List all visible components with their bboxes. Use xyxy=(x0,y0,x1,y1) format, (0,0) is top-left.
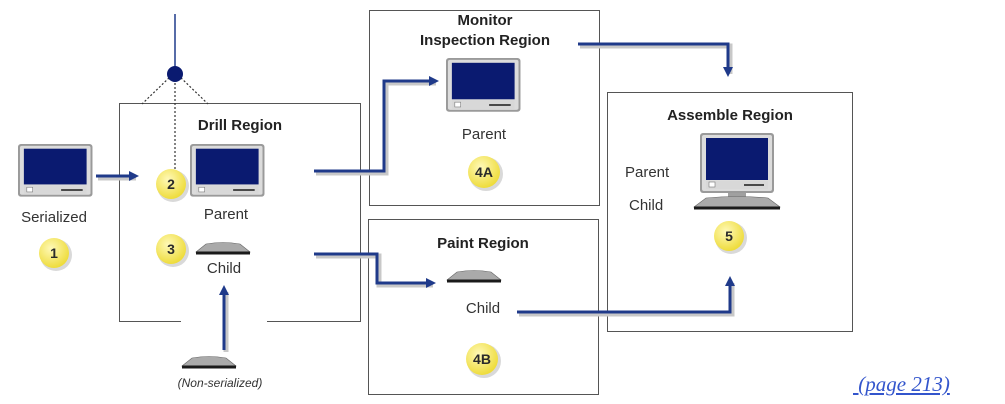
drill-parent-monitor-icon xyxy=(189,143,266,198)
drill-region-title: Drill Region xyxy=(198,117,282,134)
paint-child-plate-icon xyxy=(446,270,502,283)
assemble-region-box xyxy=(607,92,853,332)
monitor-region-title-line2: Inspection Region xyxy=(420,32,550,49)
serialized-label: Serialized xyxy=(21,209,87,226)
arrow-non-serialized-to-drill xyxy=(219,285,229,352)
step-badge-4b: 4B xyxy=(466,343,501,378)
drill-parent-label: Parent xyxy=(204,206,249,223)
flow-arrows xyxy=(96,42,735,352)
serialized-monitor-icon xyxy=(17,143,94,198)
arrow-serialized-to-drill xyxy=(96,171,139,181)
assembled-monitor-icon xyxy=(693,132,781,211)
svg-text:4B: 4B xyxy=(473,351,491,367)
step-badge-5: 5 xyxy=(714,221,747,254)
svg-text:5: 5 xyxy=(725,228,733,244)
assemble-child-label: Child xyxy=(629,197,663,214)
paint-child-label: Child xyxy=(466,300,500,317)
svg-text:3: 3 xyxy=(167,241,175,257)
drill-child-label: Child xyxy=(207,260,241,277)
step-badge-3: 3 xyxy=(156,234,189,267)
non-serialized-plate-icon xyxy=(181,356,237,369)
monitor-inspection-region-box xyxy=(369,10,600,206)
paint-region-title: Paint Region xyxy=(437,235,529,252)
step-badge-2: 2 xyxy=(156,169,189,202)
assemble-parent-label: Parent xyxy=(625,164,670,181)
drill-rig xyxy=(141,14,209,170)
arrow-drill-to-paint xyxy=(314,252,436,288)
step-badge-4a: 4A xyxy=(468,156,503,191)
arrow-paint-to-assemble xyxy=(517,276,735,317)
monitor-region-monitor-icon xyxy=(445,57,522,113)
arrow-drill-to-monitor xyxy=(314,76,439,176)
monitor-parent-label: Parent xyxy=(462,126,507,143)
paint-region-box xyxy=(368,219,599,395)
non-serialized-label: (Non-serialized) xyxy=(178,376,263,390)
page-reference-link[interactable]: (page 213) xyxy=(853,372,950,396)
step-badge-1: 1 xyxy=(39,238,72,271)
svg-text:4A: 4A xyxy=(475,164,493,180)
drill-child-plate-icon xyxy=(195,242,251,255)
svg-text:2: 2 xyxy=(167,176,175,192)
assemble-region-title: Assemble Region xyxy=(667,107,793,124)
monitor-region-title-line1: Monitor xyxy=(458,12,513,29)
svg-text:1: 1 xyxy=(50,245,58,261)
arrow-monitor-to-assemble xyxy=(578,42,733,77)
